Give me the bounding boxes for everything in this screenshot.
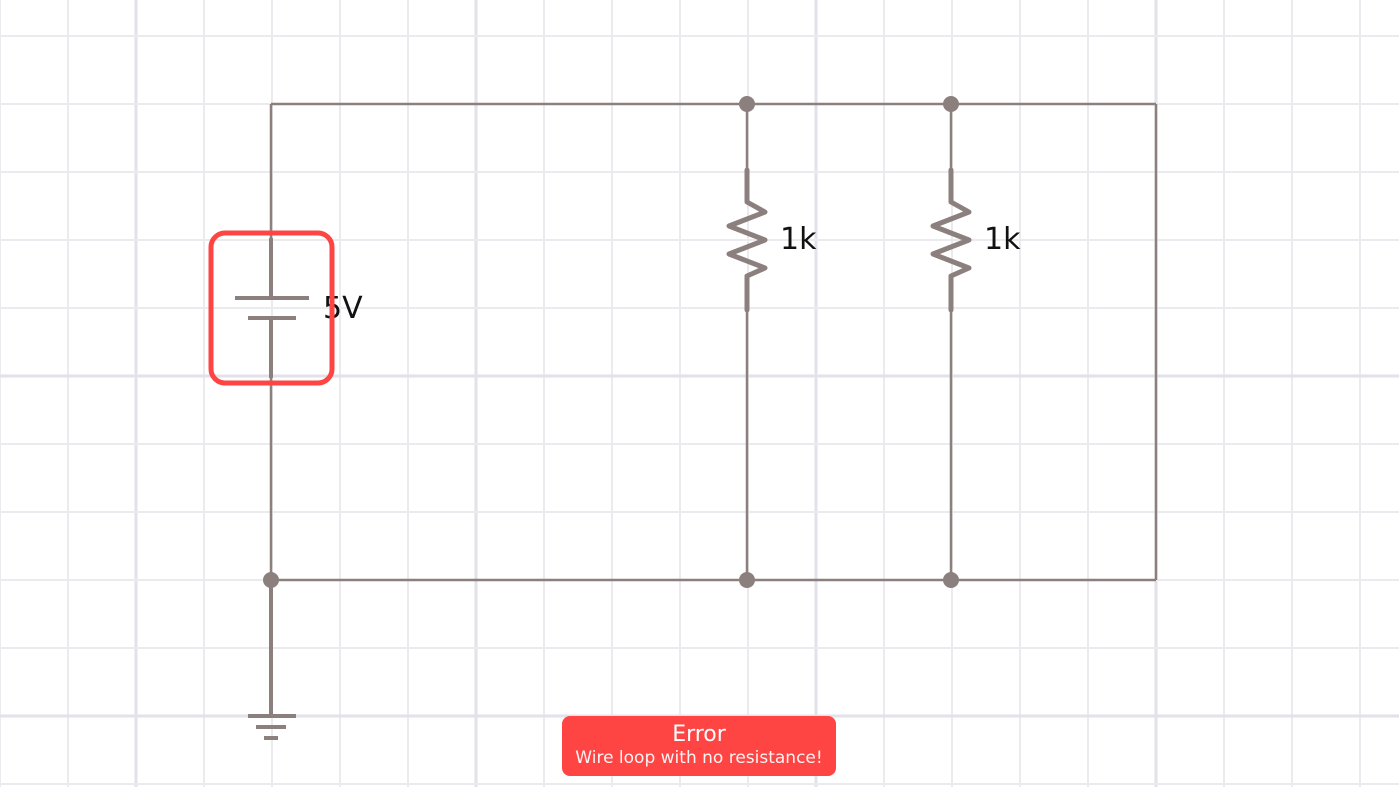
junction-node[interactable] xyxy=(943,572,959,588)
resistor-1-label: 1k xyxy=(780,222,817,257)
battery-label: 5V xyxy=(323,291,363,326)
junction-node[interactable] xyxy=(263,572,279,588)
junction-node[interactable] xyxy=(739,572,755,588)
resistor-2-label: 1k xyxy=(984,222,1021,257)
battery-selection-outline xyxy=(208,230,335,386)
junction-node[interactable] xyxy=(943,96,959,112)
resistor-2-zigzag xyxy=(930,167,972,313)
wires xyxy=(269,102,1158,582)
junctions xyxy=(263,96,959,588)
battery-5v[interactable]: 5V xyxy=(208,230,363,386)
error-message: Wire loop with no resistance! xyxy=(575,748,823,768)
error-toast[interactable]: Error Wire loop with no resistance! xyxy=(562,716,836,776)
resistor-1[interactable]: 1k xyxy=(726,167,817,313)
error-title: Error xyxy=(672,722,726,747)
resistor-2[interactable]: 1k xyxy=(930,167,1021,313)
ground[interactable] xyxy=(248,580,296,740)
resistor-1-zigzag xyxy=(726,167,768,313)
junction-node[interactable] xyxy=(739,96,755,112)
